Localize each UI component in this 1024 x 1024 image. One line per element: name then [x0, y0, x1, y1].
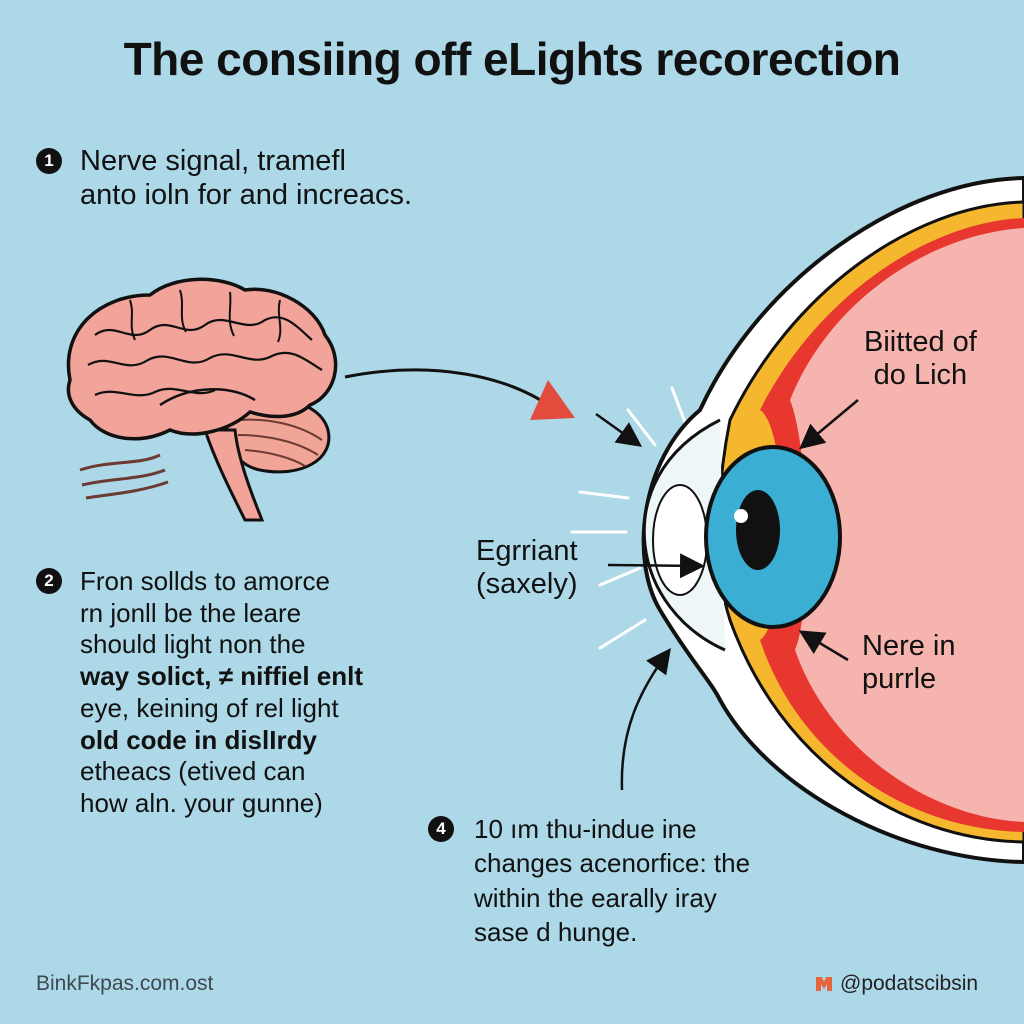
footer-handle-text: @podatscibsin — [840, 972, 979, 995]
red-arrowhead — [530, 380, 575, 420]
label-nere: Nere in purrle — [862, 630, 956, 697]
label-bitted-line: do Lich — [873, 359, 968, 392]
step-2-line: etheacs (etived can — [80, 756, 306, 787]
pointer-arrow-step4 — [620, 647, 671, 791]
brand-logo-icon — [816, 977, 832, 991]
step-1-line: anto ioln for and increacs. — [80, 179, 413, 212]
footer-handle[interactable]: @podatscibsin — [814, 972, 978, 996]
step-2-line: rn jonll be the leare — [80, 597, 302, 628]
step-2-line: eye, keining of rel light — [80, 692, 339, 723]
step-4-line: sase d hunge. — [474, 916, 638, 947]
step-2-line: old code in dislIrdy — [80, 724, 317, 755]
brain-illustration — [66, 277, 338, 522]
page-title: The consiing off eLights recorection — [123, 33, 901, 85]
pointer-arrow-bitted — [799, 399, 859, 450]
step-1-number: 1 — [36, 148, 62, 174]
eye-illustration — [641, 175, 1024, 865]
step-1-text: Nerve signal, tramefl anto ioln for and … — [80, 144, 412, 212]
step-4-number: 4 — [428, 816, 454, 842]
label-egrriant-line: Egrriant — [476, 535, 578, 567]
step-4-line: within the earally iray — [474, 882, 717, 913]
label-nere-line: purrle — [862, 663, 937, 696]
pointer-arrow-egrriant — [607, 553, 705, 579]
step-2-line: how aln. your gunne) — [80, 788, 323, 819]
step-2-line: way solict, ≠ niffiel enlt — [80, 661, 363, 692]
pointer-arrow-nere — [798, 630, 849, 662]
pointer-arrow-1 — [595, 412, 643, 447]
light-rays — [570, 386, 688, 650]
brain-to-eye-arrow — [344, 368, 556, 412]
step-2-text: Fron sollds to amorce rn jonll be the le… — [80, 566, 363, 820]
step-2-number: 2 — [36, 568, 62, 594]
label-egrriant: Egrriant (saxely) — [476, 535, 578, 602]
step-4-line: 10 ım thu-indue ine — [474, 814, 697, 844]
step-2-line: Fron sollds to amorce — [80, 566, 330, 596]
step-2-line: should light non the — [80, 629, 306, 660]
label-bitted-line: Biitted of — [864, 326, 977, 358]
step-4-text: 10 ım thu-indue ine changes acenorfice: … — [474, 812, 750, 949]
step-4-line: changes acenorfice: the — [474, 848, 751, 879]
label-egrriant-line: (saxely) — [476, 568, 578, 601]
label-bitted: Biitted of do Lich — [864, 326, 977, 393]
footer-site-link[interactable]: BinkFkpas.com.ost — [36, 972, 214, 995]
step-1-line: Nerve signal, tramefl — [80, 145, 346, 177]
label-nere-line: Nere in — [862, 630, 956, 662]
